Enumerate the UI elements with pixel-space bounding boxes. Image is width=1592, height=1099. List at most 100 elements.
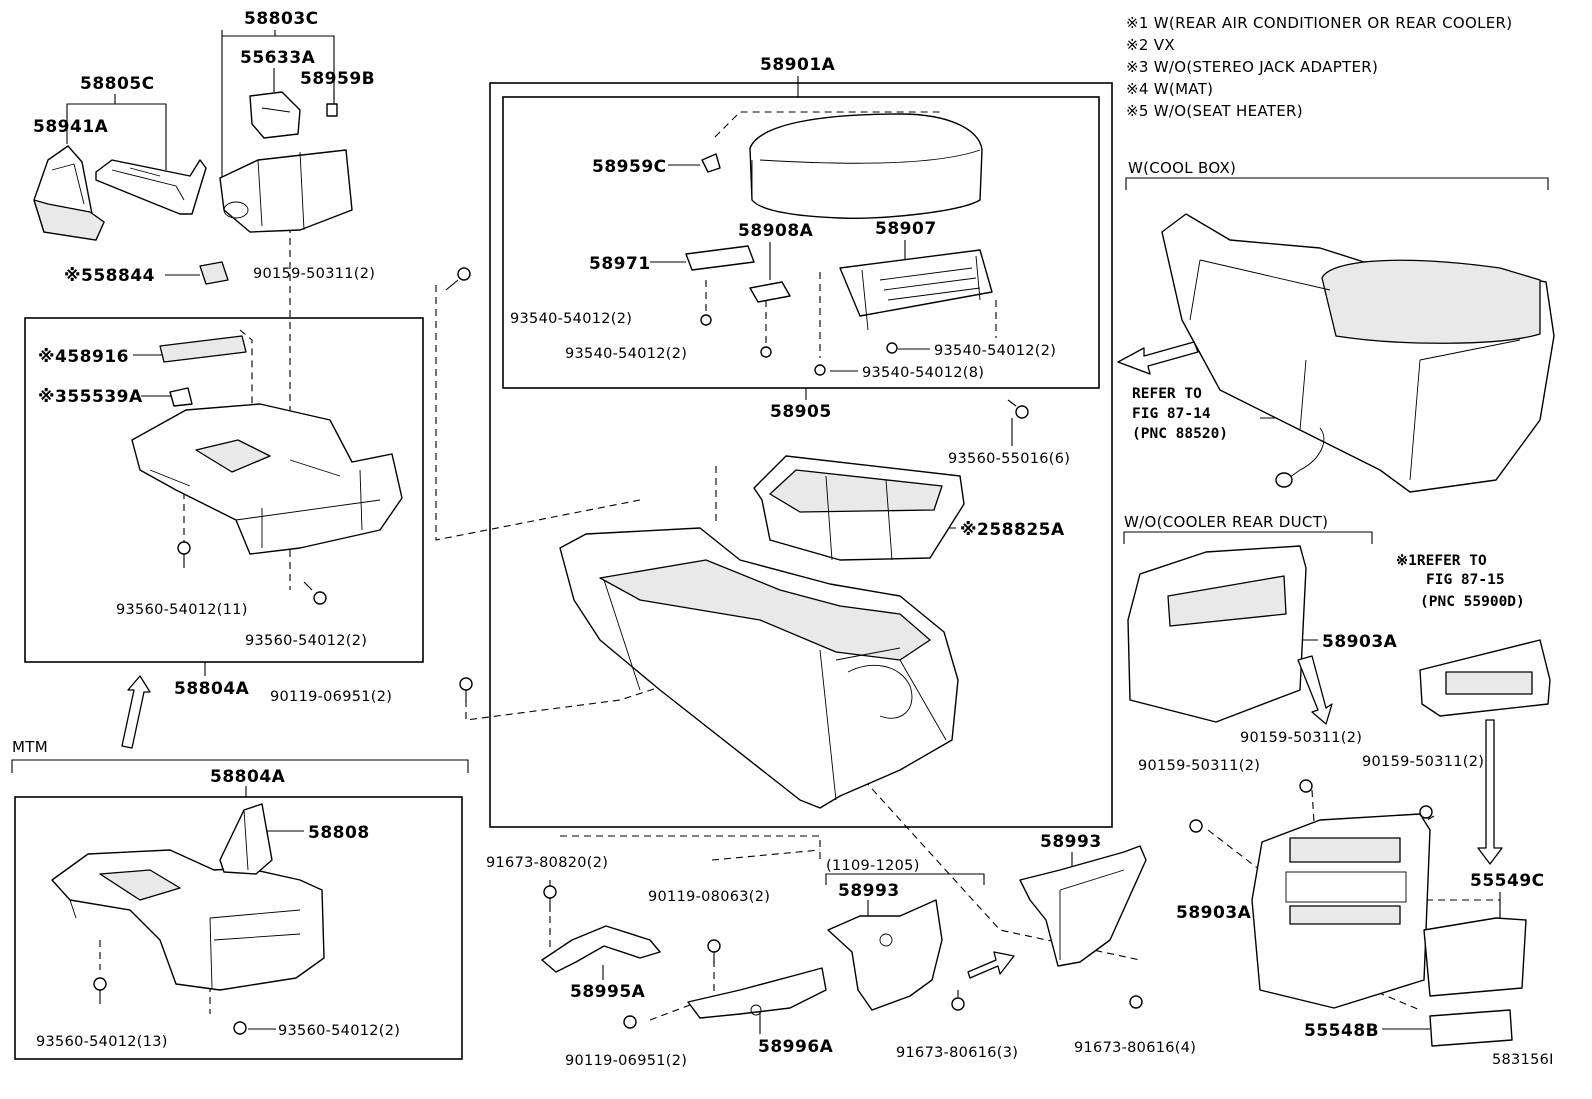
label-58803C: 58803C (244, 9, 319, 29)
part-58844 (199, 261, 229, 285)
dash-58959C (714, 111, 940, 138)
label-58908A: 58908A (738, 221, 814, 241)
note-2: ※2 VX (1126, 36, 1175, 54)
part-58971 (685, 245, 755, 271)
leader-58803C (221, 30, 335, 100)
label-93540-2b: 93540-54012(2) (565, 346, 687, 362)
label-93540-2c: 93540-54012(2) (934, 343, 1056, 359)
label-93560-54012-13: 93560-54012(13) (36, 1034, 168, 1050)
part-58903A-a (1127, 545, 1307, 723)
label-93540-8: 93540-54012(8) (862, 365, 984, 381)
label-58844: ※558844 (64, 266, 155, 286)
label-58825A: ※258825A (960, 520, 1065, 540)
label-58905: 58905 (770, 402, 832, 422)
label-93560-54012-2a: 93560-54012(2) (245, 633, 367, 649)
arrow-58903A (1297, 655, 1333, 725)
part-58805C (95, 159, 207, 215)
part-58993-b (1019, 845, 1147, 967)
bolt-93540-2c (886, 342, 898, 354)
label-58995A: 58995A (570, 982, 646, 1002)
bolt-90159-50311-b (1299, 779, 1313, 793)
bolt-90119-06951-b (623, 1015, 637, 1029)
part-58941A (33, 145, 105, 241)
dash-90119-06951 (465, 631, 831, 721)
part-55633A (249, 91, 301, 139)
frame-58804A (24, 317, 424, 663)
label-58804A-b: 58804A (210, 767, 286, 787)
label-58901A: 58901A (760, 55, 836, 75)
part-58993-a (827, 899, 943, 1011)
bolt-93560-55016 (1007, 399, 1029, 419)
bolt-93560-54012-13 (93, 977, 107, 1004)
part-58803C (219, 149, 353, 233)
label-58996A: 58996A (758, 1037, 834, 1057)
label-58993-a: 58993 (838, 881, 900, 901)
dash-bolt-to-console (435, 285, 641, 541)
section-cooler-rear-duct: W/O(COOLER REAR DUCT) (1124, 513, 1328, 531)
cooler-rear-duct-bracket (1123, 531, 1373, 544)
section-mtm: MTM (12, 738, 48, 756)
note-1: ※1 W(REAR AIR CONDITIONER OR REAR COOLER… (1126, 14, 1512, 32)
ref-fig87-15-line1: ※1REFER TO (1396, 553, 1487, 569)
ref-fig87-14-line3: (PNC 88520) (1132, 426, 1228, 442)
leader-58805C (66, 103, 167, 170)
label-90119-06951-b: 90119-06951(2) (565, 1053, 687, 1069)
label-58903A-a: 58903A (1322, 632, 1398, 652)
label-90159-50311-a: 90159-50311(2) (253, 266, 375, 282)
arrow-58993 (967, 951, 1015, 979)
label-90119-08063: 90119-08063(2) (648, 889, 770, 905)
part-58916 (159, 335, 247, 363)
frame-58901A (489, 82, 1113, 828)
part-58901A-body (559, 527, 959, 809)
ref-fig87-14-line1: REFER TO (1132, 386, 1202, 402)
cool-box-bracket (1125, 177, 1549, 190)
part-58901A-lid (749, 113, 983, 219)
part-cool-box-console (1161, 213, 1555, 493)
dash-55549C (1330, 899, 1501, 920)
part-58996A (687, 967, 827, 1019)
part-58903A-b (1251, 813, 1431, 1009)
label-91673-80820: 91673-80820(2) (486, 855, 608, 871)
label-58916: ※458916 (38, 347, 129, 367)
label-90159-50311-c: 90159-50311(2) (1138, 758, 1260, 774)
label-90119-06951-a: 90119-06951(2) (270, 689, 392, 705)
label-90159-50311-d: 90159-50311(2) (1362, 754, 1484, 770)
dash-58996A (711, 849, 821, 861)
part-55539A (169, 387, 193, 407)
arrow-refer-87-14 (1117, 341, 1199, 375)
mtm-bracket (11, 759, 469, 773)
label-58907: 58907 (875, 219, 937, 239)
label-93560-54012-2b: 93560-54012(2) (278, 1023, 400, 1039)
label-55549C: 55549C (1470, 871, 1545, 891)
bolt-90159-50311-a (445, 267, 471, 291)
part-58959C (701, 153, 721, 173)
part-58804A-mtm (51, 849, 325, 991)
label-58993-b: 58993 (1040, 832, 1102, 852)
note-5: ※5 W/O(SEAT HEATER) (1126, 102, 1303, 120)
note-3: ※3 W/O(STEREO JACK ADAPTER) (1126, 58, 1378, 76)
dash-90119-06951-b (649, 1004, 691, 1021)
arrow-mtm-up (121, 675, 151, 749)
bolt-91673-80820 (543, 885, 557, 912)
bolt-93540-8 (814, 364, 826, 376)
label-91673-80616-4: 91673-80616(4) (1074, 1040, 1196, 1056)
bolt-93540-2b (760, 346, 772, 358)
ref-fig87-15-line2: FIG 87-15 (1426, 572, 1505, 588)
part-55548B (1429, 1009, 1513, 1047)
label-58804A-a: 58804A (174, 679, 250, 699)
dash-91673-80820 (560, 835, 821, 860)
bolt-90159-50311-d (1419, 805, 1433, 819)
bolt-90159-50311-c (1189, 819, 1203, 833)
label-58941A: 58941A (33, 117, 109, 137)
label-55548B: 55548B (1304, 1021, 1379, 1041)
ref-fig87-15-line3: (PNC 55900D) (1420, 594, 1525, 610)
label-93540-2a: 93540-54012(2) (510, 311, 632, 327)
section-date-range: (1109-1205) (826, 858, 920, 874)
part-58908A (749, 281, 791, 303)
part-58959B (326, 103, 338, 117)
section-cool-box: W(COOL BOX) (1128, 159, 1236, 177)
ref-fig87-14-line2: FIG 87-14 (1132, 406, 1211, 422)
part-58808 (219, 803, 273, 875)
label-55539A: ※355539A (38, 387, 143, 407)
